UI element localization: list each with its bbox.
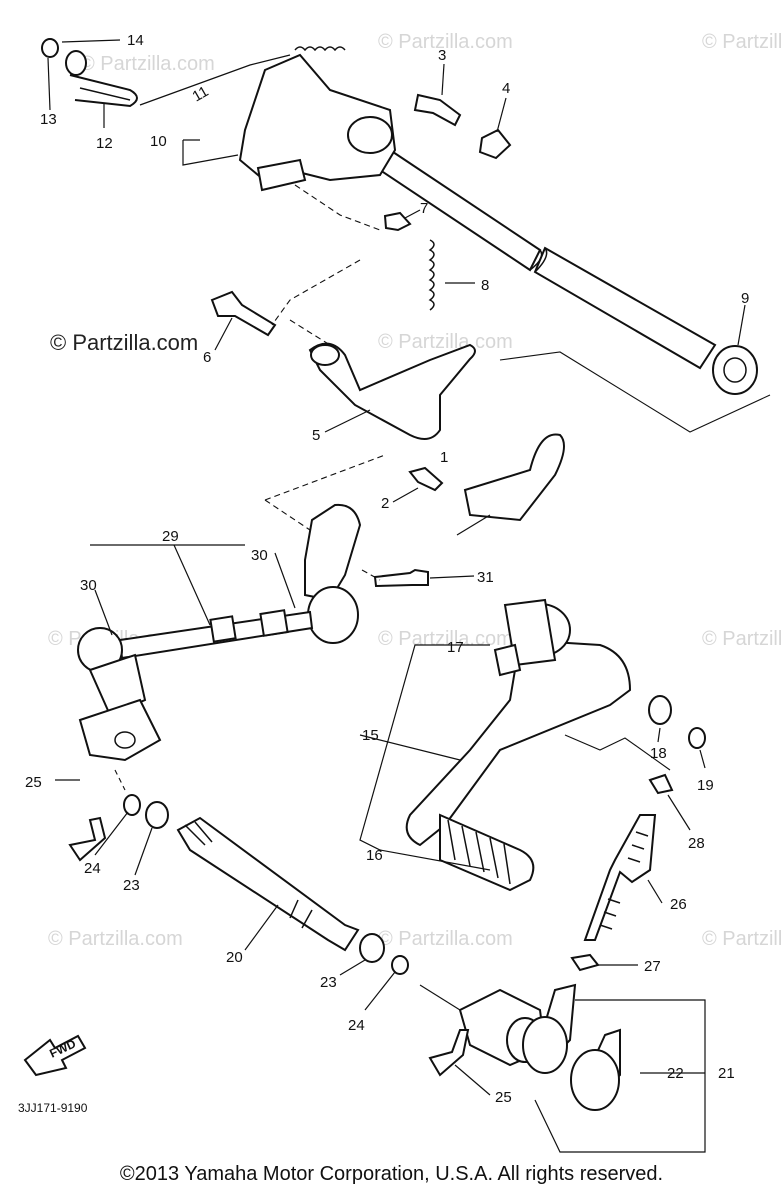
washer-23 bbox=[145, 801, 169, 829]
callout-24: 24 bbox=[84, 860, 101, 877]
shift-arm-assembly bbox=[238, 53, 397, 187]
shift-shaft-group bbox=[41, 38, 771, 440]
callout-21: 21 bbox=[718, 1065, 735, 1082]
watermark: © Partzilla.com bbox=[378, 928, 513, 950]
bolt-26 bbox=[583, 814, 657, 941]
spring-11 bbox=[294, 46, 346, 52]
screw-2 bbox=[408, 466, 444, 492]
screw-7 bbox=[383, 211, 412, 232]
plate-4 bbox=[478, 128, 512, 160]
callout-20: 20 bbox=[226, 949, 243, 966]
callout-26: 26 bbox=[670, 896, 687, 913]
callout-25b: 25 bbox=[495, 1089, 512, 1106]
callout-22: 22 bbox=[667, 1065, 684, 1082]
callout-27: 27 bbox=[644, 958, 661, 975]
callout-31: 31 bbox=[477, 569, 494, 586]
callout-5: 5 bbox=[312, 427, 320, 444]
bracket-1 bbox=[463, 433, 565, 522]
circlip-24-lower bbox=[391, 955, 409, 975]
callout-28: 28 bbox=[688, 835, 705, 852]
callout-3: 3 bbox=[438, 47, 446, 64]
callout-30b: 30 bbox=[251, 547, 268, 564]
shift-pedal-shaft-group bbox=[55, 769, 706, 1153]
callout-4: 4 bbox=[502, 80, 510, 97]
callout-17: 17 bbox=[447, 639, 464, 656]
callout-23: 23 bbox=[123, 877, 140, 894]
callout-19: 19 bbox=[697, 777, 714, 794]
watermark: © Partzilla.com bbox=[48, 928, 183, 950]
callout-9: 9 bbox=[741, 290, 749, 307]
callout-6: 6 bbox=[203, 349, 211, 366]
bolt-25 bbox=[68, 816, 107, 862]
bolt-6 bbox=[210, 290, 277, 337]
callout-30: 30 bbox=[80, 577, 97, 594]
copyright-notice: ©2013 Yamaha Motor Corporation, U.S.A. A… bbox=[119, 1163, 664, 1185]
washer-18 bbox=[648, 695, 672, 725]
callout-8: 8 bbox=[481, 277, 489, 294]
circlip-13 bbox=[41, 38, 59, 58]
watermark: © Partzilla.com bbox=[378, 331, 513, 353]
nut-28 bbox=[648, 773, 674, 795]
circlip-19 bbox=[688, 727, 706, 749]
drawing-code: 3JJ171-9190 bbox=[18, 1101, 88, 1115]
pin-12 bbox=[69, 74, 138, 108]
watermarks: © Partzilla.com © Partzilla.com © Partzi… bbox=[48, 31, 783, 950]
washer-23-lower bbox=[359, 933, 385, 963]
shift-shaft-lower bbox=[533, 246, 717, 370]
watermark: © Partzilla.com bbox=[702, 628, 783, 650]
watermark: © Partzilla.com bbox=[702, 928, 783, 950]
callout-1: 1 bbox=[440, 449, 448, 466]
callout-7: 7 bbox=[420, 200, 428, 217]
shift-linkage-group bbox=[77, 433, 565, 762]
bolt-31 bbox=[373, 568, 429, 588]
fwd-arrow-icon bbox=[23, 1034, 87, 1077]
watermark: © Partzilla.com bbox=[378, 31, 513, 53]
callout-12: 12 bbox=[96, 135, 113, 152]
nut-27 bbox=[570, 953, 600, 972]
oil-seal-9 bbox=[712, 345, 758, 395]
spring-8 bbox=[428, 239, 435, 311]
bolt-25-lower bbox=[428, 1029, 470, 1077]
callout-23b: 23 bbox=[320, 974, 337, 991]
shaft-20 bbox=[176, 816, 360, 952]
callout-15: 15 bbox=[362, 727, 379, 744]
watermark: © Partzilla.com bbox=[80, 53, 215, 75]
callout-13: 13 bbox=[40, 111, 57, 128]
callout-18: 18 bbox=[650, 745, 667, 762]
callout-29: 29 bbox=[162, 528, 179, 545]
callout-16: 16 bbox=[366, 847, 383, 864]
fwd-arrow: FWD bbox=[23, 1034, 87, 1077]
shift-arm-upper bbox=[304, 503, 362, 602]
callout-25: 25 bbox=[25, 774, 42, 791]
callout-10: 10 bbox=[150, 133, 167, 150]
bolt-3 bbox=[413, 93, 462, 127]
watermark-strong: © Partzilla.com bbox=[50, 330, 198, 355]
watermark: © Partzilla.com bbox=[378, 628, 513, 650]
stopper-lever-5 bbox=[308, 342, 476, 440]
circlip-24 bbox=[123, 794, 141, 816]
callout-14: 14 bbox=[127, 32, 144, 49]
callout-24b: 24 bbox=[348, 1017, 365, 1034]
pin-17 bbox=[493, 643, 522, 677]
washer-14 bbox=[65, 50, 87, 76]
shift-arm-lower bbox=[78, 698, 162, 762]
callouts: 1 2 3 4 5 6 7 8 9 10 11 12 13 14 15 16 1… bbox=[25, 32, 749, 1106]
callout-11: 11 bbox=[190, 83, 212, 106]
shift-pedal-group bbox=[359, 598, 706, 972]
watermark: © Partzilla.com bbox=[702, 31, 783, 53]
callout-2: 2 bbox=[381, 495, 389, 512]
